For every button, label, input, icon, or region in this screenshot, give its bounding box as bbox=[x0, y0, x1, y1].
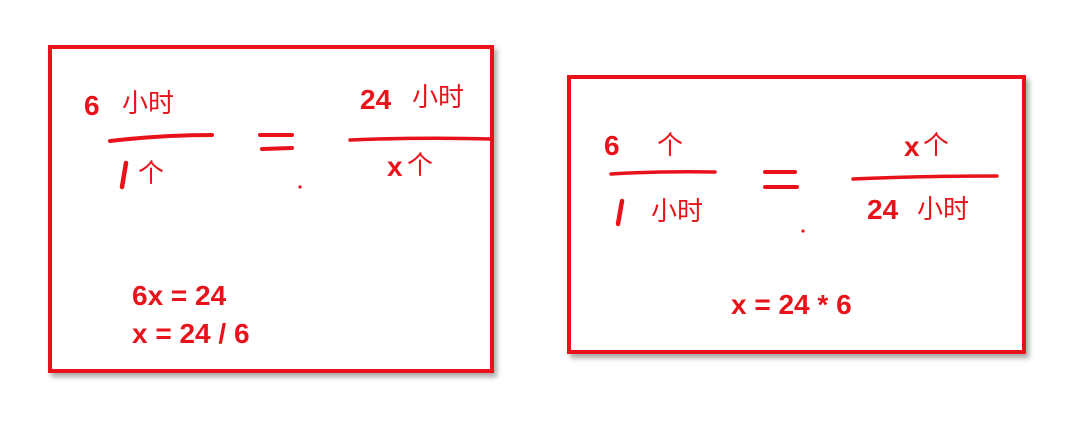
right-rhs-denominator-number: 24 bbox=[867, 194, 899, 225]
left-rhs-numerator-number: 24 bbox=[360, 84, 392, 115]
left-solution-line-2: x = 24 / 6 bbox=[132, 318, 250, 349]
left-lhs-denominator-one-stroke bbox=[119, 160, 129, 190]
left-rhs-fraction-bar bbox=[348, 136, 494, 142]
left-lhs-denominator-unit: 个 bbox=[138, 159, 165, 189]
right-lhs-numerator-number: 6 bbox=[604, 130, 620, 161]
left-proportion-card: 6 小时 个 24 小时 x 个 6x = 24 x = 24 / 6 bbox=[48, 45, 494, 373]
right-lhs-denominator-unit: 小时 bbox=[651, 197, 704, 227]
left-lhs-numerator-unit: 小时 bbox=[122, 89, 175, 119]
right-rhs-numerator-unit: 个 bbox=[923, 131, 950, 161]
left-lhs-fraction-bar bbox=[108, 133, 214, 143]
left-equals-sign-bottom bbox=[260, 146, 294, 151]
right-card-handwriting bbox=[609, 170, 999, 233]
right-rhs-fraction-bar bbox=[851, 174, 999, 181]
right-proportion-card: 6 个 小时 x 个 24 小时 x = 24 * 6 bbox=[567, 75, 1026, 354]
left-rhs-numerator-unit: 小时 bbox=[412, 83, 465, 113]
right-rhs-numerator-number: x bbox=[904, 131, 920, 162]
left-solution-line-1: 6x = 24 bbox=[132, 280, 227, 311]
left-card-handwriting bbox=[108, 133, 494, 190]
left-rhs-denominator-number: x bbox=[387, 151, 403, 182]
right-lhs-numerator-unit: 个 bbox=[657, 131, 684, 161]
right-solution-line-1: x = 24 * 6 bbox=[731, 289, 852, 320]
left-lhs-numerator-number: 6 bbox=[84, 90, 100, 121]
left-rhs-denominator-unit: 个 bbox=[407, 151, 434, 181]
right-lhs-denominator-one-stroke bbox=[615, 198, 625, 227]
right-lhs-fraction-bar bbox=[609, 170, 717, 176]
right-dot bbox=[801, 229, 805, 233]
left-dot bbox=[298, 185, 302, 189]
right-rhs-denominator-unit: 小时 bbox=[917, 195, 970, 225]
